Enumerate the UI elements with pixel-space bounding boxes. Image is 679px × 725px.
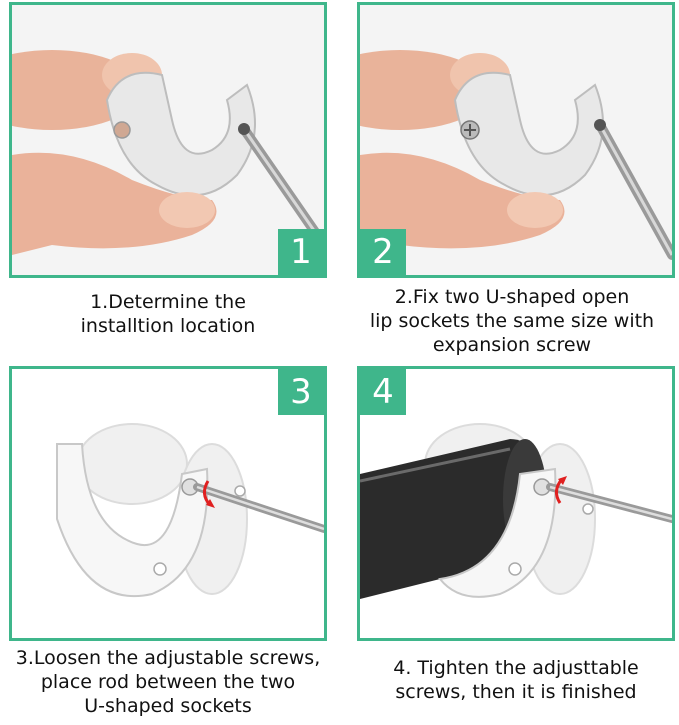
step-3-panel: 3 (9, 366, 327, 641)
step-3-caption: 3.Loosen the adjustable screws, place ro… (0, 646, 336, 718)
step-2-caption-line: expansion screw (432, 334, 592, 356)
step-1-illustration (12, 5, 324, 275)
step-1-caption-line: installtion location (80, 315, 256, 337)
step-1-caption-line: 1.Determine the (90, 291, 246, 313)
step-2-caption: 2.Fix two U-shaped open lip sockets the … (345, 285, 679, 357)
step-4-illustration (360, 369, 672, 638)
step-1-caption: 1.Determine the installtion location (9, 290, 327, 338)
step-2-panel: 2 (357, 2, 675, 278)
step-1-panel: 1 (9, 2, 327, 278)
step-4-badge: 4 (360, 369, 406, 415)
step-4-caption-line: screws, then it is finished (395, 681, 637, 703)
step-3-illustration (12, 369, 324, 638)
step-3-caption-line: place rod between the two (40, 671, 296, 693)
step-2-caption-line: 2.Fix two U-shaped open (394, 286, 630, 308)
step-3-caption-line: 3.Loosen the adjustable screws, (15, 647, 321, 669)
step-4-panel: 4 (357, 366, 675, 641)
step-1-badge: 1 (278, 229, 324, 275)
step-3-caption-line: U-shaped sockets (84, 695, 252, 717)
step-2-illustration (360, 5, 672, 275)
step-4-caption-line: 4. Tighten the adjusttable (393, 657, 639, 679)
step-4-caption: 4. Tighten the adjusttable screws, then … (357, 656, 675, 704)
step-2-caption-line: lip sockets the same size with (369, 310, 655, 332)
step-3-badge: 3 (278, 369, 324, 415)
step-2-badge: 2 (360, 229, 406, 275)
